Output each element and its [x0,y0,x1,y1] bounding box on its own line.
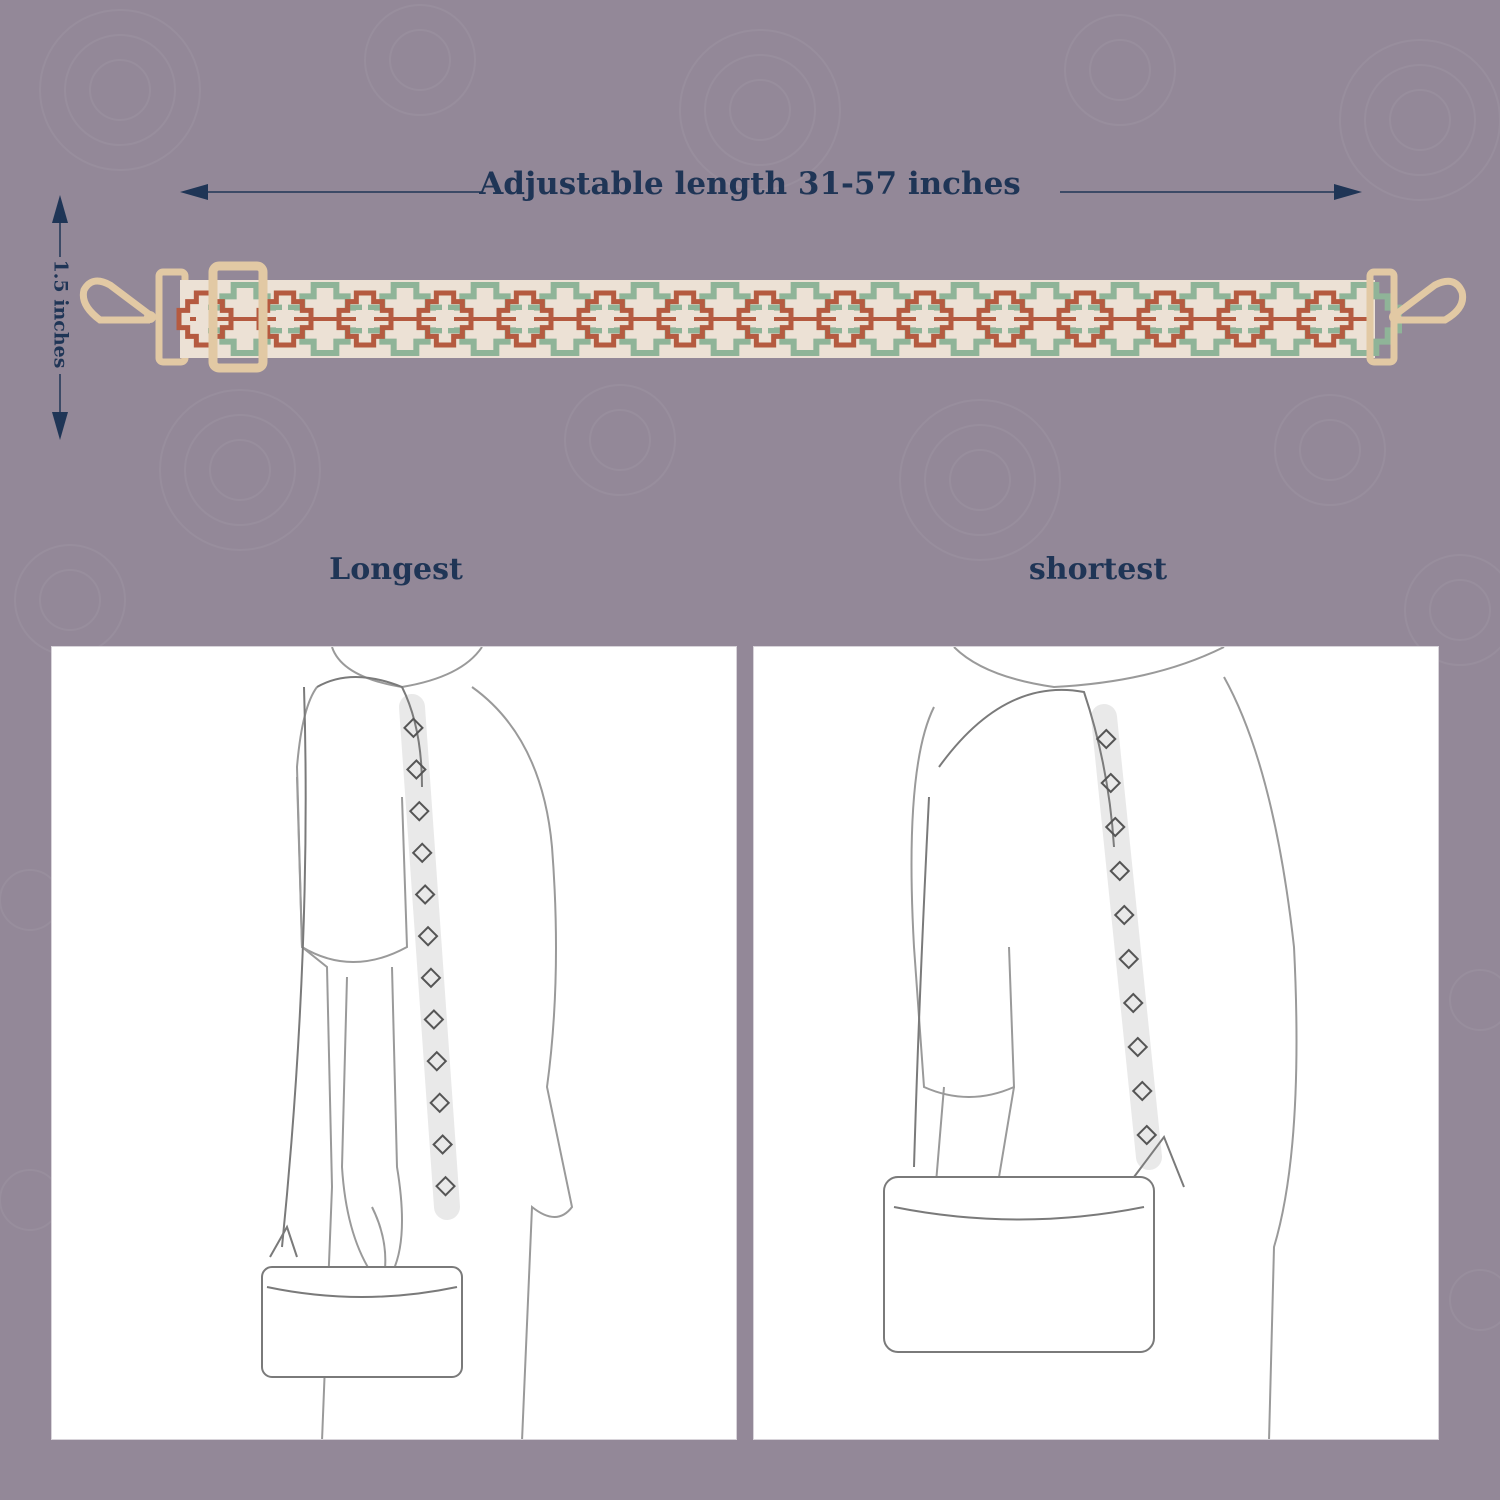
sketch-strap-motif [1113,904,1135,926]
shortest-illustration-panel [753,646,1439,1440]
sketch-strap-motif [417,925,439,947]
strap-motif-center [436,310,454,328]
strap-motif-center [516,310,534,328]
strap-motif-center [916,310,934,328]
strap-motif [1136,290,1194,348]
strap-motif-center [756,310,774,328]
sketch-strap-motif [1104,816,1126,838]
strap-motif [176,290,234,348]
strap-motif-center [1236,310,1254,328]
strap-motif [336,290,394,348]
strap-motif-center [836,310,854,328]
sketch-strap-motif [423,1009,445,1030]
longest-label: Longest [329,552,463,587]
strap-motif-center [1156,310,1174,328]
sketch-strap-motif [1095,728,1117,750]
right-swivel-hook [1389,277,1467,324]
sketch-strap-motif [1127,1036,1149,1058]
sketch-strap-motif [1136,1124,1158,1146]
patterned-strap [79,261,1467,373]
strap-motif [256,290,314,348]
sketch-strap-motif [426,1050,448,1072]
strap-motif [416,290,474,348]
strap-motif [1056,290,1114,348]
sketch-strap-motif [411,842,433,864]
sketch-strap-motif [429,1092,451,1114]
shortest-strap-pattern [1091,704,1162,1170]
strap-motif [816,290,874,348]
strap-motif [496,290,554,348]
strap-motif [896,290,954,348]
width-arrow-down [52,374,68,440]
sketch-strap-motif [1131,1080,1153,1102]
sketch-strap-motif [1122,992,1144,1014]
strap-motif-center [276,310,294,328]
longest-illustration-panel [51,646,737,1440]
left-swivel-hook [79,277,156,324]
sketch-strap-band [399,694,460,1220]
strap-motif [976,290,1034,348]
strap-motif [736,290,794,348]
adjustable-length-label: Adjustable length 31-57 inches [479,166,1021,202]
shortest-sketch [883,647,1298,1439]
width-arrow-up [52,195,68,257]
strap-motif-center [356,310,374,328]
strap-motif [1216,290,1274,348]
sketch-strap-motif [432,1134,454,1155]
slider-buckle [208,261,268,373]
longest-strap-pattern [399,694,460,1220]
sketch-strap-motif [1100,772,1122,794]
strap-motif [1296,290,1354,348]
strap-motif-center [996,310,1014,328]
sketch-strap-motif [435,1175,456,1197]
strap-motif-center [1076,310,1094,328]
strap-motif-center [1316,310,1334,328]
shortest-label: shortest [1028,552,1168,587]
sketch-strap-band [1091,704,1162,1170]
longest-sketch [261,647,574,1439]
strap-motif-center [676,310,694,328]
sketch-strap-motif [408,800,430,822]
sketch-strap-motif [1118,948,1140,970]
sketch-strap-motif [420,967,442,989]
sketch-strap-motif [403,717,424,739]
length-arrow-left [180,184,483,200]
sketch-strap-motif [1109,860,1131,882]
length-arrow-right [1060,184,1362,200]
strap-motif-center [596,310,614,328]
sketch-strap-motif [405,759,427,780]
strap-motif [576,290,634,348]
sketch-strap-motif [414,884,436,905]
strap-motif [656,290,714,348]
